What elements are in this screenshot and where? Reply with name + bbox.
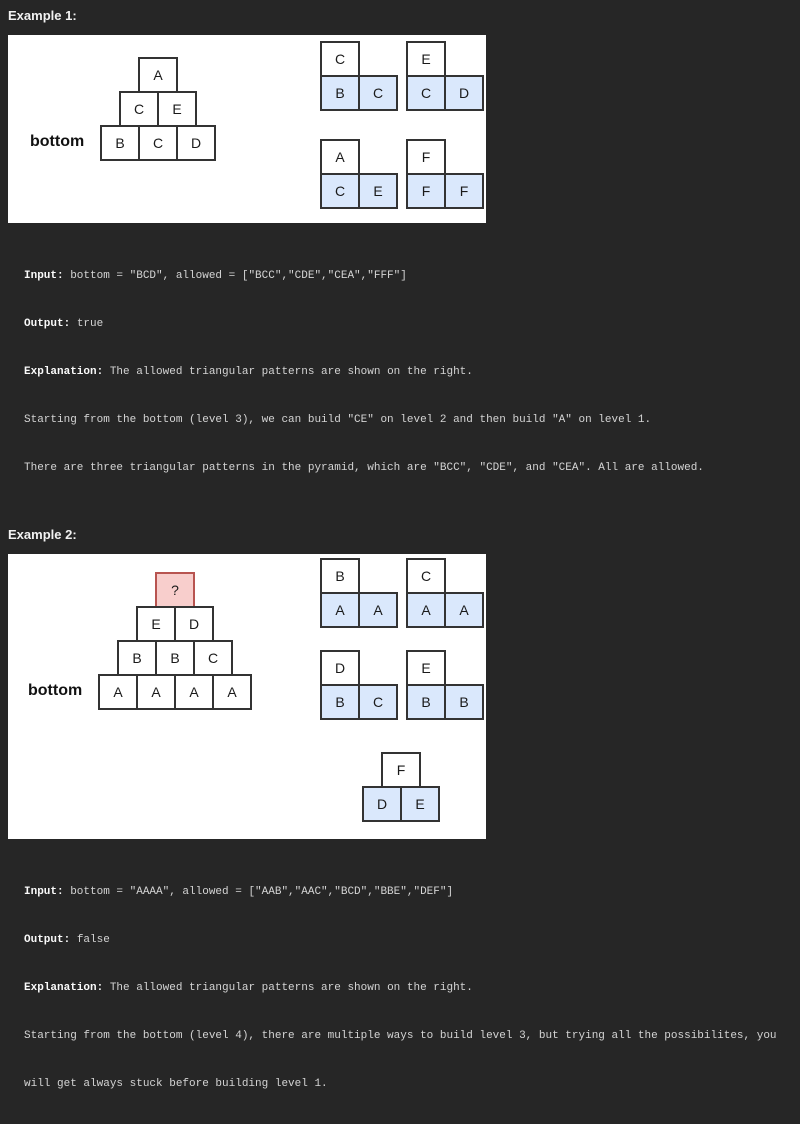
explanation-extra-line: will get always stuck before building le… [24,1078,328,1090]
input-line: Input: bottom = "BCD", allowed = ["BCC",… [24,268,792,284]
input-value: bottom = "AAAA", allowed = ["AAB","AAC",… [63,886,454,898]
pattern-bottom-cell: D [444,75,484,111]
pyramid-cell-unknown: ? [155,572,195,608]
explanation-label: Explanation: [24,366,104,378]
pyramid-cell: E [157,91,197,127]
input-label: Input: [24,270,64,282]
pattern-bottom-cell: A [444,592,484,628]
pattern-top-cell: C [406,558,446,594]
pattern-top-cell: D [320,650,360,686]
output-label: Output: [24,318,71,330]
example-2-io-block: Input: bottom = "AAAA", allowed = ["AAB"… [8,852,792,1124]
pattern-top-cell: E [406,650,446,686]
pattern-bottom-cell: A [358,592,398,628]
explanation-extra-line: Starting from the bottom (level 3), we c… [24,414,652,426]
pattern-top-cell: A [320,139,360,175]
pattern-top-cell: B [320,558,360,594]
example-1-label: Example 1: [8,8,77,23]
input-line: Input: bottom = "AAAA", allowed = ["AAB"… [24,884,792,900]
pyramid-cell: B [155,640,195,676]
input-label: Input: [24,886,64,898]
pyramid-cell: B [117,640,157,676]
pyramid-bottom-label: bottom [30,133,85,150]
pattern-bottom-cell: F [444,173,484,209]
pyramid-bottom-label: bottom [28,682,83,699]
example-1-io-block: Input: bottom = "BCD", allowed = ["BCC",… [8,236,792,508]
pyramid-cell: D [174,606,214,642]
pattern-bottom-cell: A [406,592,446,628]
pyramid-cell: A [212,674,252,710]
pyramid-cell: D [176,125,216,161]
output-line: Output: false [24,932,792,948]
pattern-top-cell: E [406,41,446,77]
pattern-bottom-cell: C [358,684,398,720]
pattern-bottom-cell: D [362,786,402,822]
pattern-bottom-cell: E [400,786,440,822]
pattern-top-cell: F [406,139,446,175]
pattern-bottom-cell: B [320,684,360,720]
pyramid-cell: C [119,91,159,127]
explanation-label: Explanation: [24,982,104,994]
pattern-bottom-cell: F [406,173,446,209]
explanation-line: Explanation: The allowed triangular patt… [24,364,792,380]
pattern-bottom-cell: C [406,75,446,111]
explanation-extra-line: Starting from the bottom (level 4), ther… [24,1030,777,1042]
pattern-bottom-cell: E [358,173,398,209]
output-line: Output: true [24,316,792,332]
pyramid-cell: B [100,125,140,161]
output-label: Output: [24,934,71,946]
pattern-bottom-cell: B [320,75,360,111]
explanation-extra-line: There are three triangular patterns in t… [24,462,704,474]
output-value: false [70,934,110,946]
pattern-top-cell: C [320,41,360,77]
output-value: true [70,318,104,330]
explanation-value: The allowed triangular patterns are show… [103,366,473,378]
pyramid-cell: C [138,125,178,161]
explanation-value: The allowed triangular patterns are show… [103,982,473,994]
pyramid-cell: E [136,606,176,642]
example-2-label: Example 2: [8,527,77,542]
input-value: bottom = "BCD", allowed = ["BCC","CDE","… [63,270,407,282]
pattern-bottom-cell: A [320,592,360,628]
pyramid-cell: C [193,640,233,676]
pyramid-cell: A [98,674,138,710]
explanation-line: Explanation: The allowed triangular patt… [24,980,792,996]
pyramid-cell: A [138,57,178,93]
pattern-bottom-cell: B [406,684,446,720]
pyramid-cell: A [174,674,214,710]
pyramid-cell: A [136,674,176,710]
pattern-bottom-cell: C [358,75,398,111]
pattern-bottom-cell: C [320,173,360,209]
pattern-bottom-cell: B [444,684,484,720]
pattern-top-cell: F [381,752,421,788]
